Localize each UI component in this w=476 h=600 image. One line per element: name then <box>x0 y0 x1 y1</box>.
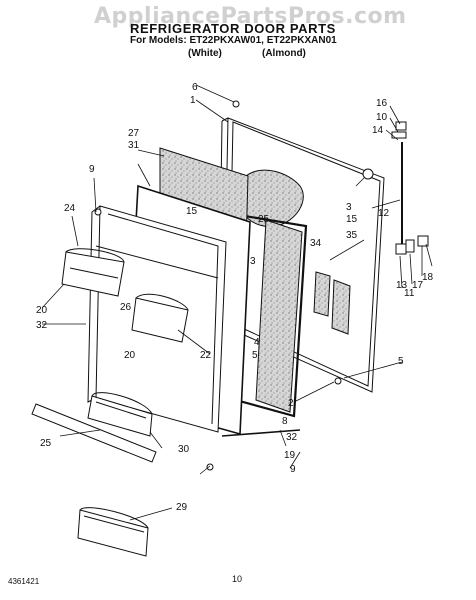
foam-insulation-board <box>255 219 303 413</box>
model-list: For Models: ET22PKXAW01, ET22PKXAN01 <box>130 35 337 46</box>
callout-19: 19 <box>284 450 296 461</box>
callout-29: 29 <box>176 502 188 513</box>
door-bin-upper <box>61 248 125 297</box>
dairy-cover-right <box>331 279 351 335</box>
callout-14: 14 <box>372 125 384 136</box>
gasket-rod <box>221 429 301 437</box>
document-code: 4361421 <box>8 577 40 586</box>
callout-labels: 6 1 16 10 14 27 31 9 24 15 25 3 15 12 34… <box>36 82 434 513</box>
hinge-pin-assembly <box>362 121 407 250</box>
trim-strip <box>31 403 157 463</box>
door-bin-lower <box>77 507 149 557</box>
callout-8: 8 <box>282 416 288 427</box>
callout-30: 30 <box>178 444 190 455</box>
callout-2: 2 <box>288 398 294 409</box>
callout-33: 32 <box>36 320 48 331</box>
lower-hinge-parts <box>395 235 429 255</box>
callout-27: 27 <box>128 128 140 139</box>
leader-lines <box>41 84 433 521</box>
screws <box>94 100 342 471</box>
callout-3-mid: 3 <box>250 256 256 267</box>
callout-5-mid: 5 <box>252 350 258 361</box>
butter-bin <box>87 392 153 437</box>
watermark: AppliancePartsPros.com <box>94 4 407 29</box>
callout-17: 17 <box>412 280 424 291</box>
color-label-white: (White) <box>188 48 222 59</box>
callout-34: 34 <box>310 238 322 249</box>
callout-6: 6 <box>192 82 198 93</box>
callout-20-left: 20 <box>36 305 48 316</box>
callout-10: 10 <box>376 112 388 123</box>
callout-13: 13 <box>396 280 408 291</box>
callout-23: 24 <box>64 203 76 214</box>
color-label-almond: (Almond) <box>262 48 306 59</box>
callout-5-right: 5 <box>398 356 404 367</box>
callout-12: 12 <box>378 208 390 219</box>
callout-9-top: 9 <box>89 164 95 175</box>
callout-15-left: 15 <box>186 206 198 217</box>
callout-9-bottom: 9 <box>290 464 296 475</box>
dairy-cover-left <box>313 271 331 317</box>
callout-15-right: 15 <box>346 214 358 225</box>
callout-3-right: 3 <box>346 202 352 213</box>
callout-32: 32 <box>286 432 298 443</box>
callout-25: 25 <box>40 438 52 449</box>
callout-20-mid: 20 <box>124 350 136 361</box>
callout-35: 35 <box>346 230 358 241</box>
callout-31: 31 <box>128 140 140 151</box>
callout-24: 25 <box>258 214 270 225</box>
callout-18: 18 <box>422 272 434 283</box>
page-number: 10 <box>232 574 243 584</box>
callout-16: 16 <box>376 98 388 109</box>
callout-22: 22 <box>200 350 212 361</box>
callout-1: 1 <box>190 95 196 106</box>
diagram-title: REFRIGERATOR DOOR PARTS <box>130 21 336 36</box>
callout-4: 4 <box>254 337 260 348</box>
callout-26: 26 <box>120 302 132 313</box>
door-bin-middle <box>131 293 189 343</box>
callout-11: 11 <box>404 288 415 299</box>
